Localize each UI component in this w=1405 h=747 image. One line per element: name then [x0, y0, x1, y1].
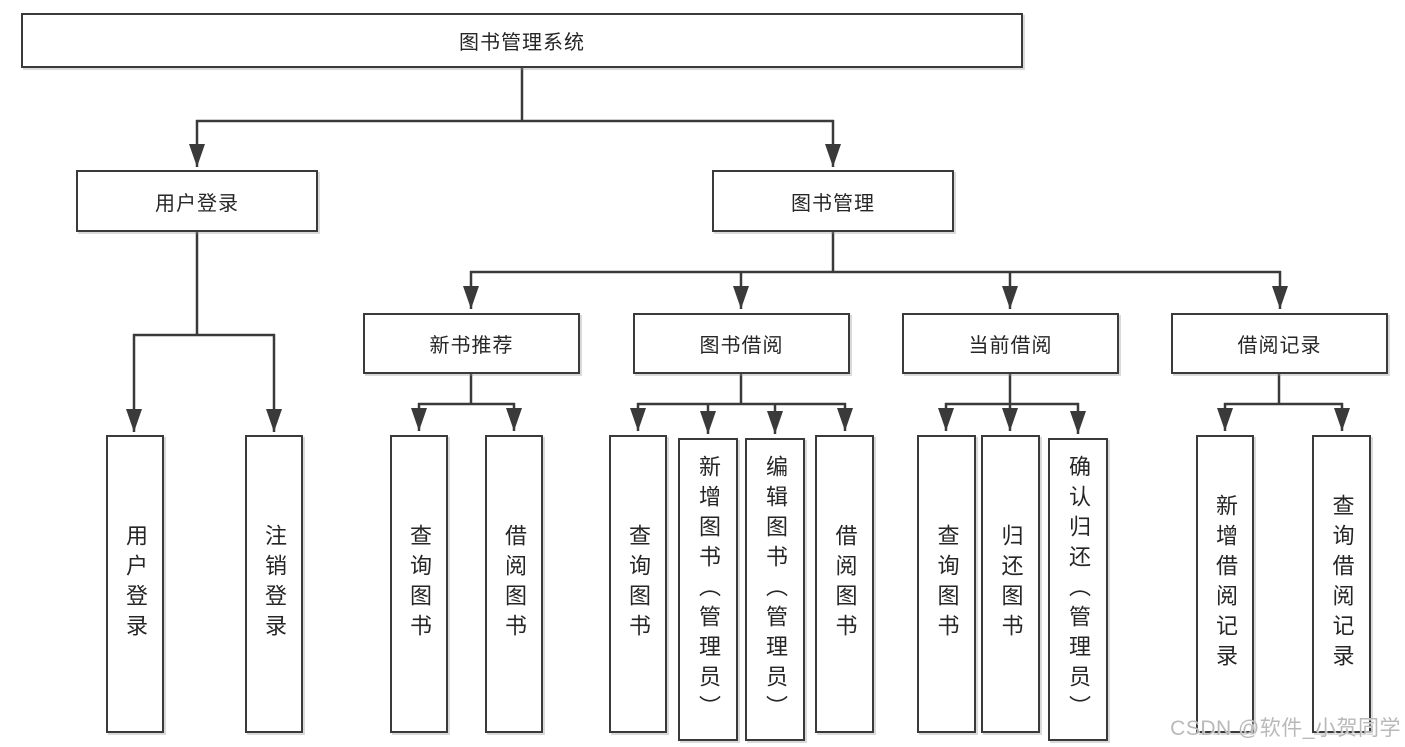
leaf-borrow-books-2: 借阅图书: [815, 435, 874, 733]
node-book-management: 图书管理: [712, 170, 954, 232]
leaf-user-login: 用户登录: [106, 435, 164, 733]
leaf-logout: 注销登录: [245, 435, 303, 733]
leaf-add-books-admin: 新增图书（管理员）: [678, 438, 738, 741]
leaf-borrow-books-1: 借阅图书: [485, 435, 543, 733]
leaf-query-books-3: 查询图书: [917, 435, 976, 733]
node-new-book-recommend: 新书推荐: [363, 313, 580, 374]
leaf-return-books: 归还图书: [981, 435, 1040, 733]
node-user-login: 用户登录: [76, 170, 318, 232]
node-current-borrow: 当前借阅: [902, 313, 1119, 374]
leaf-query-books-2: 查询图书: [609, 435, 667, 733]
node-book-borrow: 图书借阅: [633, 313, 850, 374]
leaf-add-borrow-record: 新增借阅记录: [1196, 435, 1254, 733]
leaf-query-books-1: 查询图书: [390, 435, 448, 733]
node-root-library-system: 图书管理系统: [21, 13, 1023, 68]
leaf-edit-books-admin: 编辑图书（管理员）: [745, 438, 805, 741]
node-borrow-records: 借阅记录: [1171, 313, 1388, 374]
leaf-query-borrow-record: 查询借阅记录: [1312, 435, 1371, 733]
csdn-watermark: CSDN @软件_小贺同学: [1170, 717, 1401, 740]
leaf-confirm-return-admin: 确认归还（管理员）: [1048, 438, 1108, 741]
